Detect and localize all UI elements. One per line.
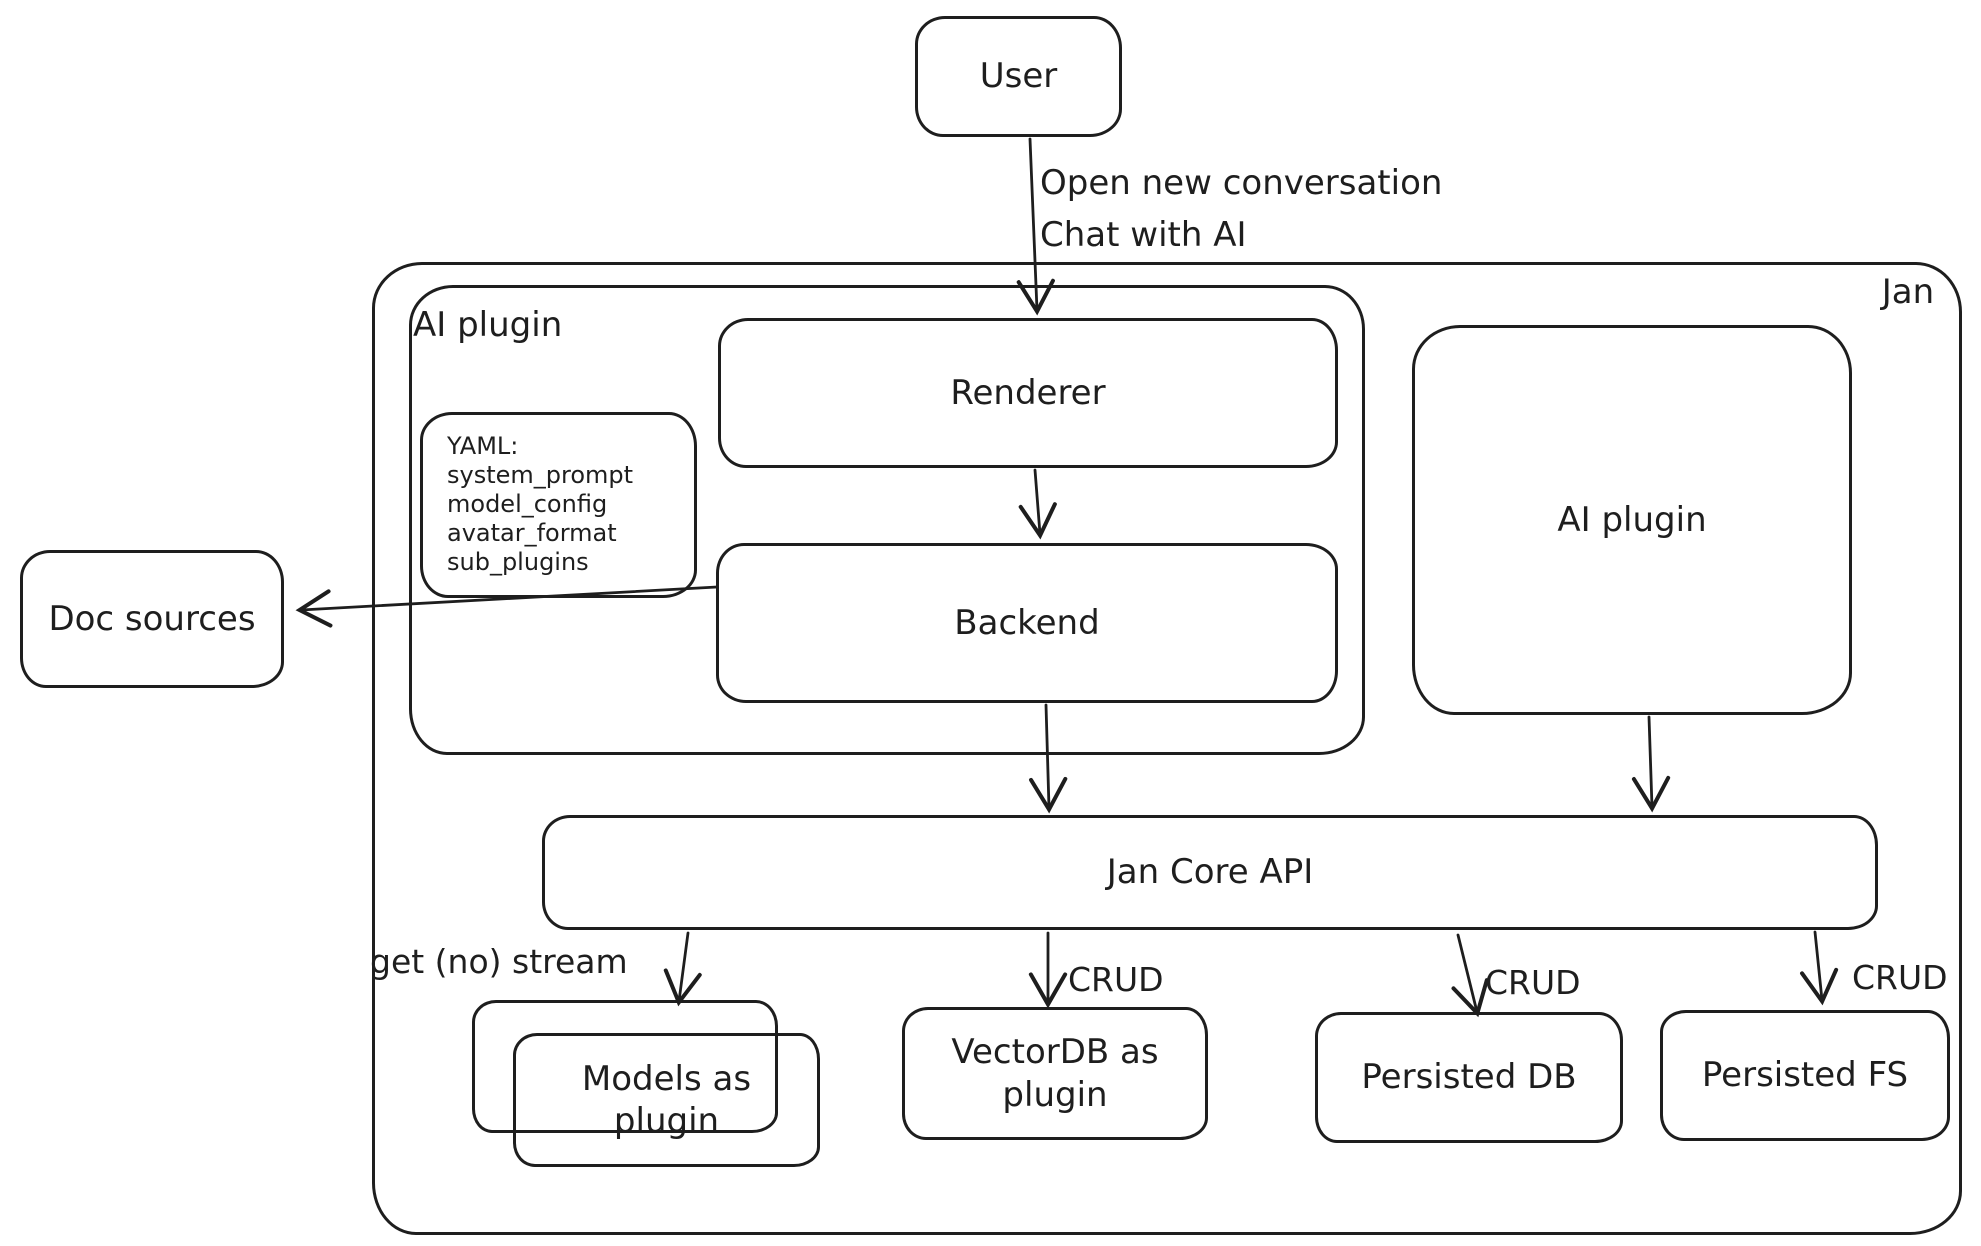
yaml-note-line: model_config — [447, 490, 608, 518]
node-models-as-plugin-label: Models as plugin — [581, 1058, 752, 1142]
node-user-label: User — [979, 56, 1058, 97]
jan-container-label: Jan — [1881, 272, 1935, 312]
yaml-note-line: system_prompt — [447, 461, 634, 489]
node-ai-plugin: AI plugin — [1412, 325, 1852, 715]
node-doc-sources: Doc sources — [20, 550, 284, 688]
node-jan-core-api: Jan Core API — [542, 815, 1878, 930]
node-backend: Backend — [716, 543, 1338, 703]
yaml-note: YAML: system_prompt model_config avatar_… — [420, 412, 697, 598]
node-persisted-fs-label: Persisted FS — [1701, 1055, 1909, 1096]
node-vectordb-as-plugin-label: VectorDB as plugin — [951, 1032, 1159, 1115]
node-renderer-label: Renderer — [950, 372, 1106, 413]
node-backend-label: Backend — [954, 602, 1100, 643]
ai-plugin-container-label: AI plugin — [413, 305, 563, 345]
node-persisted-fs: Persisted FS — [1660, 1010, 1950, 1141]
node-renderer: Renderer — [718, 318, 1338, 468]
edge-label-open-conversation: Open new conversation Chat with AI — [1040, 157, 1442, 261]
jan-container-box — [372, 262, 1962, 1235]
node-vectordb-as-plugin: VectorDB as plugin — [902, 1007, 1208, 1140]
edge-label-open-conversation-line1: Open new conversation — [1040, 163, 1443, 203]
node-persisted-db-label: Persisted DB — [1361, 1057, 1577, 1098]
edge-label-crud-persisted-fs: CRUD — [1852, 958, 1948, 997]
node-models-as-plugin-back-box — [472, 1000, 778, 1133]
yaml-note-line: avatar_format — [447, 519, 617, 547]
edge-label-open-conversation-line2: Chat with AI — [1040, 215, 1247, 255]
edge-label-crud-persisted-db: CRUD — [1485, 963, 1581, 1002]
yaml-note-line: YAML: — [447, 432, 519, 460]
node-ai-plugin-label: AI plugin — [1557, 499, 1707, 540]
edge-label-crud-vectordb: CRUD — [1068, 960, 1164, 999]
yaml-note-line: sub_plugins — [447, 548, 589, 576]
node-jan-core-api-label: Jan Core API — [1106, 852, 1314, 893]
node-doc-sources-label: Doc sources — [48, 598, 256, 639]
edge-label-get-no-stream: get (no) stream — [370, 942, 628, 981]
node-persisted-db: Persisted DB — [1315, 1012, 1623, 1143]
node-user: User — [915, 16, 1122, 137]
node-models-as-plugin: Models as plugin — [513, 1033, 820, 1167]
ai-plugin-container-box — [409, 285, 1365, 755]
